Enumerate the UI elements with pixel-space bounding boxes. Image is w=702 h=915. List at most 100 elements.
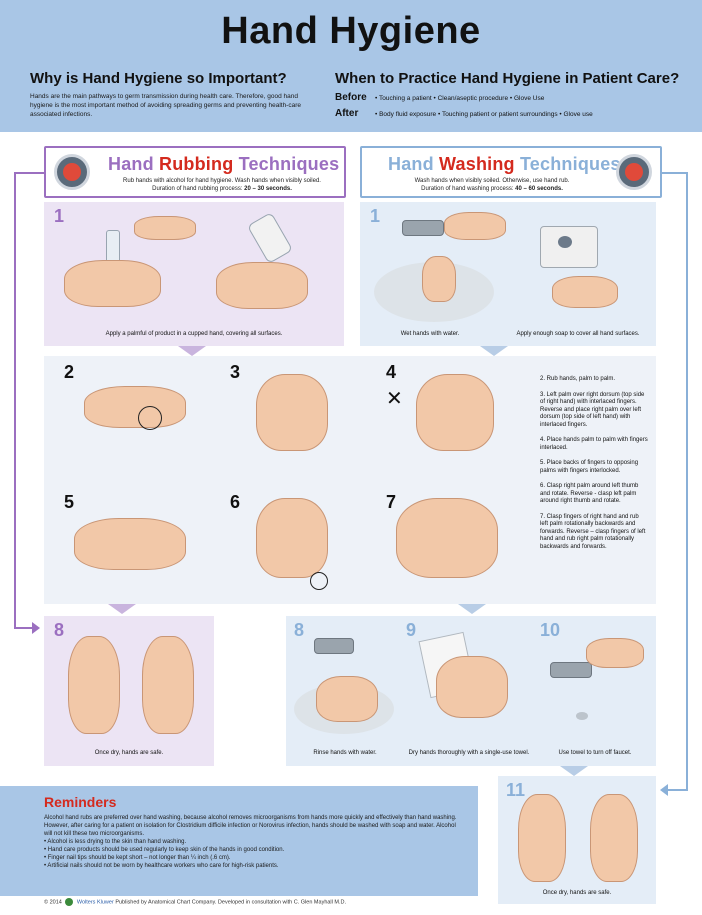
why-body: Hands are the main pathways to germ tran… bbox=[30, 93, 301, 118]
rubbing-down-arrow-1 bbox=[178, 346, 206, 356]
washing-connector-top bbox=[660, 172, 688, 174]
washing-down-arrow-1 bbox=[480, 346, 508, 356]
step5-hands-icon bbox=[74, 518, 186, 570]
step10-caption: Use towel to turn off faucet. bbox=[558, 750, 632, 756]
right-hand-icon bbox=[590, 794, 638, 882]
step10-number: 10 bbox=[540, 620, 561, 640]
upper-hand-icon bbox=[444, 212, 506, 240]
rotate-small-icon bbox=[310, 572, 328, 590]
rubbing-connector-line bbox=[14, 172, 16, 628]
footer: © 2014 Wolters Kluwer Published by Anato… bbox=[44, 898, 346, 906]
instruction-item: 4. Place hands palm to palm with fingers… bbox=[540, 437, 648, 451]
faucet-icon bbox=[314, 638, 354, 654]
squeeze-bottle-icon bbox=[246, 211, 294, 265]
step6-number: 6 bbox=[230, 492, 241, 512]
step1-rubbing-caption: Apply a palmful of product in a cupped h… bbox=[105, 331, 283, 337]
footer-copyright: © 2014 bbox=[44, 899, 62, 906]
step6-hands-icon bbox=[256, 498, 328, 578]
dispenser-button-icon bbox=[558, 236, 572, 248]
instruction-item: 3. Left palm over right dorsum (top side… bbox=[540, 391, 645, 428]
drying-hands-icon bbox=[436, 656, 508, 718]
washing-arrow-left bbox=[660, 784, 668, 796]
washing-subtitle: Wash hands when visibly soiled. Otherwis… bbox=[414, 178, 570, 192]
reminders-box: Reminders Alcohol hand rubs are preferre… bbox=[0, 786, 478, 896]
step11-panel: 11 Once dry, hands are safe. bbox=[498, 776, 656, 904]
instruction-item: 7. Clasp fingers of right hand and rub l… bbox=[540, 513, 646, 550]
step1-washing-caption-a: Wet hands with water. bbox=[400, 331, 460, 337]
washing-down-arrow-2 bbox=[458, 604, 486, 614]
pressing-hand-icon bbox=[134, 216, 196, 240]
rubbing-connector-bottom bbox=[14, 627, 34, 629]
when-heading: When to Practice Hand Hygiene in Patient… bbox=[335, 70, 680, 87]
step9-caption: Dry hands thoroughly with a single-use t… bbox=[408, 750, 530, 756]
step1-washing-number: 1 bbox=[370, 206, 381, 226]
step8-rubbing-caption: Once dry, hands are safe. bbox=[94, 750, 164, 756]
step11-caption: Once dry, hands are safe. bbox=[542, 890, 612, 896]
rubbing-arrow-right bbox=[32, 622, 40, 634]
step9-number: 9 bbox=[406, 620, 417, 640]
footer-logo-text: Wolters Kluwer bbox=[76, 899, 114, 906]
wet-hand-icon bbox=[422, 256, 456, 302]
header-band bbox=[0, 0, 702, 132]
washing-connector-bottom bbox=[668, 789, 688, 791]
soap-hand-icon bbox=[552, 276, 618, 308]
reminders-title: Reminders bbox=[44, 794, 117, 810]
faucet-off-icon bbox=[550, 662, 592, 678]
step8-rubbing-panel: 8 Once dry, hands are safe. bbox=[44, 616, 214, 766]
steps-8-10-washing-panel: 8 Rinse hands with water. 9 Dry hands th… bbox=[286, 616, 656, 766]
cross-arrows-icon: ✕ bbox=[386, 388, 403, 410]
step7-hands-icon bbox=[396, 498, 498, 578]
rubbing-connector-top bbox=[14, 172, 44, 174]
washing-timer-icon bbox=[616, 154, 652, 190]
why-heading: Why is Hand Hygiene so Important? bbox=[30, 70, 287, 87]
instruction-item: 2. Rub hands, palm to palm. bbox=[540, 376, 616, 382]
right-hand-icon bbox=[142, 636, 194, 734]
when-after-text: • Body fluid exposure • Touching patient… bbox=[375, 111, 593, 118]
steps-2-7-panel: 2 3 4 ✕ 5 6 7 2. Rub hands, palm to palm… bbox=[44, 356, 656, 604]
reminders-body: Alcohol hand rubs are preferred over han… bbox=[44, 815, 457, 869]
step1-washing-caption-b: Apply enough soap to cover all hand surf… bbox=[516, 331, 640, 337]
instruction-item: 6. Clasp right palm around left thumb an… bbox=[540, 483, 639, 504]
step3-hands-icon bbox=[256, 374, 328, 451]
rotate-icon bbox=[138, 406, 162, 430]
towel-hand-icon bbox=[586, 638, 644, 668]
step4-hands-icon bbox=[416, 374, 494, 451]
step8-washing-number: 8 bbox=[294, 620, 305, 640]
when-before-text: • Touching a patient • Clean/aseptic pro… bbox=[375, 95, 545, 102]
step8-washing-caption: Rinse hands with water. bbox=[313, 750, 377, 756]
rubbing-title: Hand Rubbing Techniques bbox=[108, 154, 340, 174]
step7-number: 7 bbox=[386, 492, 397, 512]
instructions-list: 2. Rub hands, palm to palm. 3. Left palm… bbox=[540, 376, 648, 551]
cupped-hand-icon bbox=[64, 260, 161, 307]
rinse-hands-icon bbox=[316, 676, 378, 722]
left-hand-icon bbox=[518, 794, 566, 882]
page-title: Hand Hygiene bbox=[221, 10, 481, 52]
washing-connector-line bbox=[686, 172, 688, 790]
washing-title: Hand Washing Techniques bbox=[388, 154, 621, 174]
receiving-hand-icon bbox=[216, 262, 308, 309]
soap-dispenser-icon bbox=[540, 226, 598, 268]
step2-number: 2 bbox=[64, 362, 75, 382]
faucet-icon bbox=[402, 220, 444, 236]
rubbing-header-box: Hand Rubbing Techniques Rub hands with a… bbox=[44, 146, 346, 198]
washing-down-arrow-3 bbox=[560, 766, 588, 776]
washing-header-box: Hand Washing Techniques Wash hands when … bbox=[360, 146, 662, 198]
step5-number: 5 bbox=[64, 492, 75, 512]
step1-rubbing-number: 1 bbox=[54, 206, 65, 226]
step8-rubbing-number: 8 bbox=[54, 620, 65, 640]
when-before-label: Before bbox=[335, 92, 367, 103]
publisher-logo-icon bbox=[65, 898, 74, 906]
when-after-label: After bbox=[335, 108, 359, 119]
step4-number: 4 bbox=[386, 362, 397, 382]
step3-number: 3 bbox=[230, 362, 241, 382]
rubbing-timer-icon bbox=[54, 154, 90, 190]
step1-rubbing-panel: 1 Apply a palmful of product in a cupped… bbox=[44, 202, 344, 346]
left-hand-icon bbox=[68, 636, 120, 734]
footer-text: Published by Anatomical Chart Company. D… bbox=[115, 899, 347, 906]
step1-washing-panel: 1 Wet hands with water. Apply enough soa… bbox=[360, 202, 656, 346]
step11-number: 11 bbox=[506, 780, 526, 800]
rubbing-subtitle: Rub hands with alcohol for hand hygiene.… bbox=[123, 178, 321, 192]
drain-icon bbox=[576, 712, 588, 720]
step2-hands-icon bbox=[84, 386, 186, 428]
rubbing-down-arrow-2 bbox=[108, 604, 136, 614]
